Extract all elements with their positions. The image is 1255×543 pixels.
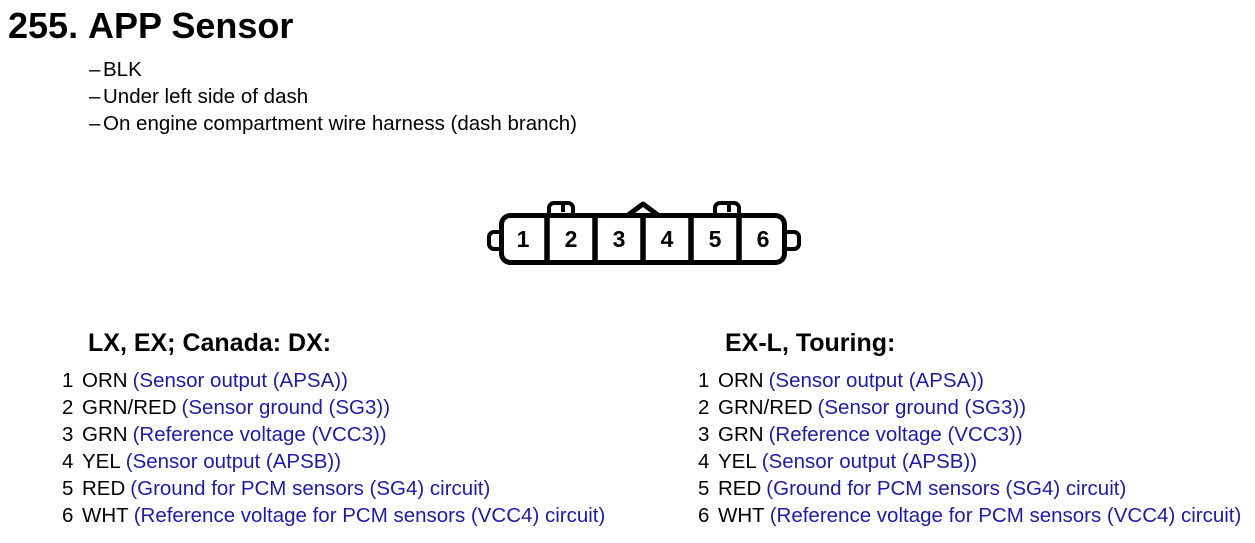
wire-color: ORN (82, 369, 128, 392)
cavity-numbers: 1 2 3 4 5 6 (517, 226, 770, 252)
location-note: –BLK (89, 56, 577, 83)
pin-number: 5 (698, 477, 710, 500)
pin-row: 4 YEL(Sensor output (APSB)) (62, 448, 605, 475)
location-notes: –BLK –Under left side of dash –On engine… (89, 56, 577, 137)
pin-description: (Ground for PCM sensors (SG4) circuit) (766, 477, 1127, 500)
connector-diagram: 1 2 3 4 5 6 (486, 196, 802, 272)
pin-description: (Reference voltage (VCC3)) (132, 423, 387, 446)
wire-color: GRN (718, 423, 764, 446)
wire-color: RED (718, 477, 762, 500)
note-text: Under left side of dash (103, 85, 309, 108)
pin-row: 1 ORN(Sensor output (APSA)) (62, 367, 605, 394)
pin-number: 1 (62, 369, 74, 392)
pin-row: 2 GRN/RED(Sensor ground (SG3)) (698, 394, 1241, 421)
pin-description: (Sensor ground (SG3)) (181, 396, 391, 419)
wire-color: RED (82, 477, 126, 500)
pin-description: (Ground for PCM sensors (SG4) circuit) (130, 477, 491, 500)
pin-row: 6 WHT(Reference voltage for PCM sensors (… (698, 502, 1241, 529)
cavity-dividers (544, 216, 742, 262)
wire-color: WHT (718, 504, 765, 527)
pin-number: 6 (62, 504, 74, 527)
pin-row: 3 GRN(Reference voltage (VCC3)) (698, 421, 1241, 448)
pinout-heading-lx-ex: LX, EX; Canada: DX: (88, 329, 332, 357)
wire-color: YEL (718, 450, 757, 473)
wire-color: WHT (82, 504, 129, 527)
section-number: 255. (8, 5, 79, 46)
section-title-text: APP Sensor (88, 5, 294, 46)
cavity-number-2: 2 (565, 226, 578, 252)
pin-number: 3 (698, 423, 710, 446)
wire-color: GRN/RED (718, 396, 813, 419)
dash-marker: – (89, 112, 101, 135)
location-note: –Under left side of dash (89, 83, 577, 110)
pin-row: 5 RED(Ground for PCM sensors (SG4) circui… (62, 475, 605, 502)
cavity-number-4: 4 (661, 226, 674, 252)
cavity-number-5: 5 (709, 226, 722, 252)
pin-row: 5 RED(Ground for PCM sensors (SG4) circui… (698, 475, 1241, 502)
cavity-number-3: 3 (613, 226, 626, 252)
connector-drawing: 1 2 3 4 5 6 (487, 201, 801, 265)
pin-description: (Sensor output (APSB)) (761, 450, 978, 473)
wire-color: YEL (82, 450, 121, 473)
pin-description: (Reference voltage for PCM sensors (VCC4… (769, 504, 1242, 527)
note-text: On engine compartment wire harness (dash… (103, 112, 578, 135)
pin-number: 5 (62, 477, 74, 500)
pin-number: 6 (698, 504, 710, 527)
cavity-number-6: 6 (757, 226, 770, 252)
cavity-number-1: 1 (517, 226, 530, 252)
pin-number: 2 (62, 396, 74, 419)
dash-marker: – (89, 58, 101, 81)
pin-description: (Sensor output (APSB)) (125, 450, 342, 473)
pin-number: 4 (62, 450, 74, 473)
dash-marker: – (89, 85, 101, 108)
pin-row: 1 ORN(Sensor output (APSA)) (698, 367, 1241, 394)
location-note: –On engine compartment wire harness (das… (89, 110, 577, 137)
pin-row: 6 WHT(Reference voltage for PCM sensors (… (62, 502, 605, 529)
pin-description: (Reference voltage for PCM sensors (VCC4… (133, 504, 606, 527)
pin-description: (Sensor output (APSA)) (132, 369, 348, 392)
pin-row: 3 GRN(Reference voltage (VCC3)) (62, 421, 605, 448)
pin-description: (Reference voltage (VCC3)) (768, 423, 1023, 446)
pin-description: (Sensor ground (SG3)) (817, 396, 1027, 419)
pin-number: 4 (698, 450, 710, 473)
wire-color: GRN/RED (82, 396, 177, 419)
pin-number: 3 (62, 423, 74, 446)
pin-number: 1 (698, 369, 710, 392)
note-text: BLK (103, 58, 142, 81)
pin-number: 2 (698, 396, 710, 419)
pinout-heading-exl-touring: EX-L, Touring: (725, 329, 896, 357)
pin-row: 2 GRN/RED(Sensor ground (SG3)) (62, 394, 605, 421)
pin-row: 4 YEL(Sensor output (APSB)) (698, 448, 1241, 475)
wire-color: ORN (718, 369, 764, 392)
pin-description: (Sensor output (APSA)) (768, 369, 984, 392)
wire-color: GRN (82, 423, 128, 446)
